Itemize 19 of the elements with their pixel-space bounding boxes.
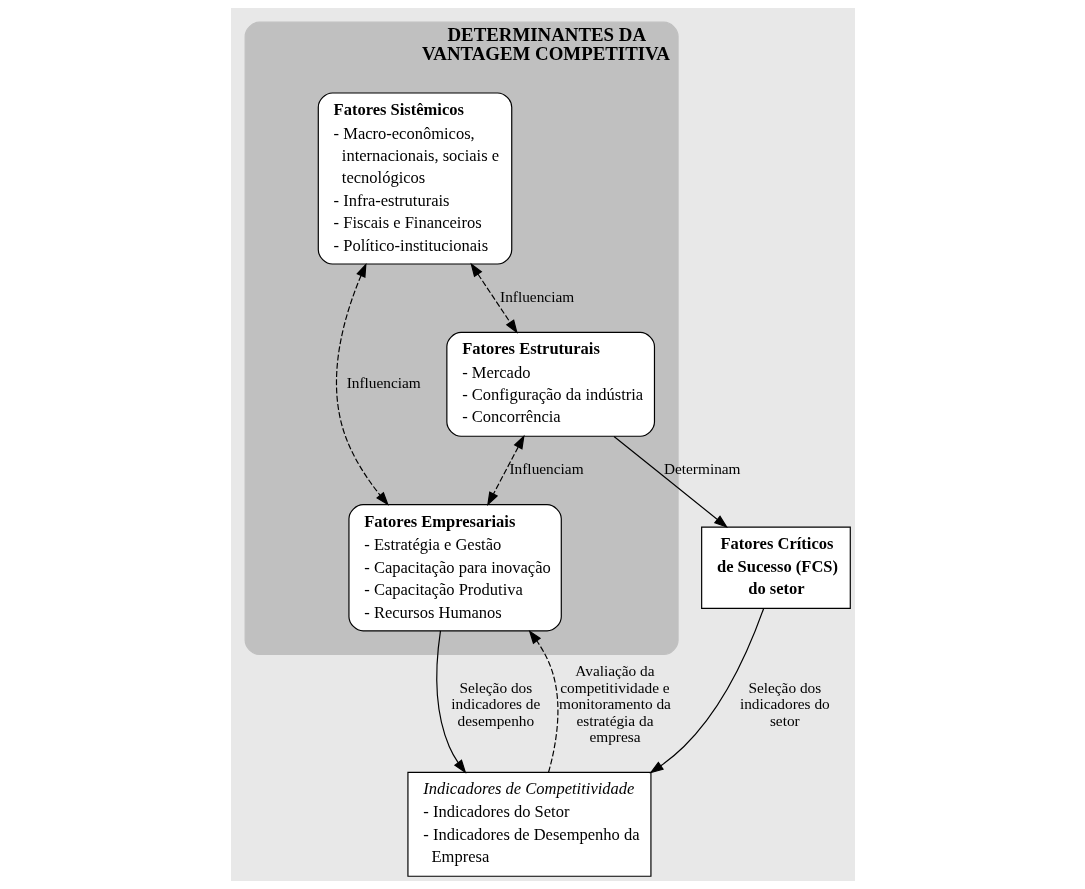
edge-label: Seleção dos indicadores do setor bbox=[739, 678, 830, 729]
edge-label: Determinam bbox=[663, 460, 741, 478]
node-box: Fatores Sistêmicos - Macro-econômicos, internacionais, sociais e tecnológicos - Infra-estruturais - Fiscais e Financeiros - Político-institucionais bbox=[317, 92, 512, 265]
node-box: Fatores Empresariais - Estratégia e Gestão - Capacitação para inovação - Capacitação Produtiva - Recursos Humanos bbox=[347, 504, 562, 632]
node-box: Fatores Estruturais - Mercado - Configuração da indústria - Concorrência bbox=[445, 331, 655, 437]
edge-label: Seleção dos indicadores de desempenho bbox=[450, 678, 540, 729]
edge-label: Influenciam bbox=[509, 460, 584, 478]
edge-label: Avaliação da competitividade e monitoramento da estratégia da empresa bbox=[558, 662, 671, 746]
arrow bbox=[486, 434, 525, 507]
arrow bbox=[648, 608, 764, 774]
node-box: Indicadores de Competitividade - Indicadores do Setor - Indicadores de Desempenho da Empresa bbox=[406, 771, 651, 877]
edge-label: Influenciam bbox=[499, 288, 574, 306]
edge-label: Influenciam bbox=[346, 374, 421, 392]
arrow bbox=[612, 435, 728, 529]
arrow bbox=[469, 262, 518, 334]
arrow bbox=[528, 629, 558, 773]
arrow bbox=[335, 262, 389, 506]
node-box: Fatores Críticos de Sucesso (FCS) do setor bbox=[700, 526, 851, 610]
arrow bbox=[435, 630, 466, 774]
